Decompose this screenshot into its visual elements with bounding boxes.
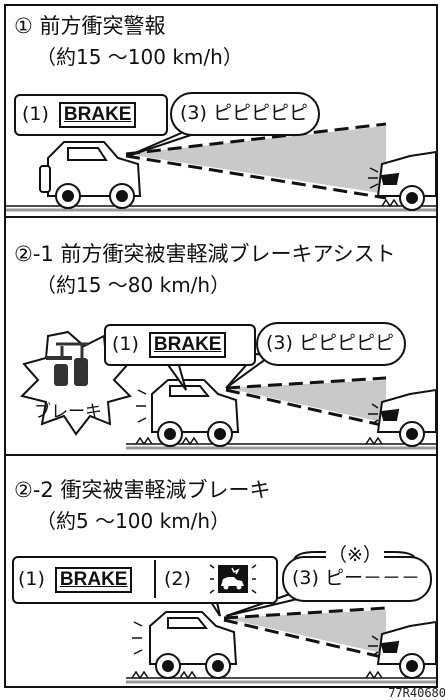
own-vehicle xyxy=(39,141,142,209)
meter-display-box: (1) BRAKE xyxy=(104,324,256,366)
alert-3-label: (3) xyxy=(180,102,207,124)
alert-1-label: (1) xyxy=(22,103,49,125)
section-forward-collision-warning: ① 前方衝突警報 （約15 ～100 km/h） xyxy=(6,6,436,216)
skid-marks xyxy=(131,621,197,680)
alert-2-label: (2) xyxy=(164,568,191,590)
speed-range: （約5 ～100 km/h） xyxy=(36,509,231,533)
brake-warning-indicator: BRAKE xyxy=(54,567,133,593)
figure-frame: ① 前方衝突警報 （約15 ～100 km/h） xyxy=(4,4,438,688)
vehicle-ahead xyxy=(376,150,436,211)
impact-marks xyxy=(365,403,383,446)
scene-illustration xyxy=(126,551,436,684)
alert-1-label: (1) xyxy=(112,333,139,355)
sensor-cone xyxy=(226,380,386,423)
meter-display-box: (1) BRAKE (2) xyxy=(12,556,278,604)
note-marker: （※） xyxy=(326,540,384,567)
section-title: ① 前方衝突警報 xyxy=(14,14,166,38)
alert-3-label: (3) xyxy=(292,567,319,589)
buzzer-sound-text: ピピピピピ xyxy=(298,332,394,354)
own-vehicle xyxy=(149,611,238,679)
burst-label: ブレーキ xyxy=(34,402,102,422)
section-brake-assist: ②-1 前方衝突被害軽減ブレーキアシスト （約15 ～80 km/h） xyxy=(6,216,436,456)
section-collision-mitigation-brake: ②-2 衝突被害軽減ブレーキ （約5 ～100 km/h） xyxy=(6,454,436,688)
buzzer-speech-bubble: (3) ピピピピピ xyxy=(170,92,320,136)
alert-1-label: (1) xyxy=(18,568,45,590)
impact-marks xyxy=(368,167,399,208)
brake-pedal-icon xyxy=(46,342,88,386)
meter-display-box: (1) BRAKE xyxy=(14,94,168,136)
speed-range: （約15 ～100 km/h） xyxy=(36,45,243,69)
figure-code: 77R40680 xyxy=(388,686,446,700)
impact-marks xyxy=(365,635,383,680)
brake-warning-indicator: BRAKE xyxy=(58,102,137,128)
sensor-cone xyxy=(224,610,386,654)
own-vehicle xyxy=(151,379,240,447)
vehicle-ahead xyxy=(376,388,436,447)
sensor-cone xyxy=(126,126,386,194)
collision-warning-icon xyxy=(206,562,260,596)
section-title: ②-2 衝突被害軽減ブレーキ xyxy=(14,478,271,502)
speed-range: （約15 ～80 km/h） xyxy=(36,273,231,297)
brake-warning-indicator: BRAKE xyxy=(148,332,227,358)
section-title: ②-1 前方衝突被害軽減ブレーキアシスト xyxy=(14,242,396,266)
buzzer-sound-text: ピー－－－ xyxy=(324,567,420,589)
skid-marks xyxy=(135,389,199,446)
buzzer-sound-text: ピピピピピ xyxy=(212,102,308,124)
buzzer-speech-bubble: (3) ピピピピピ xyxy=(256,322,406,366)
vehicle-ahead xyxy=(376,620,436,679)
alert-3-label: (3) xyxy=(266,332,293,354)
display-divider xyxy=(154,560,156,598)
scene-illustration xyxy=(20,330,436,450)
